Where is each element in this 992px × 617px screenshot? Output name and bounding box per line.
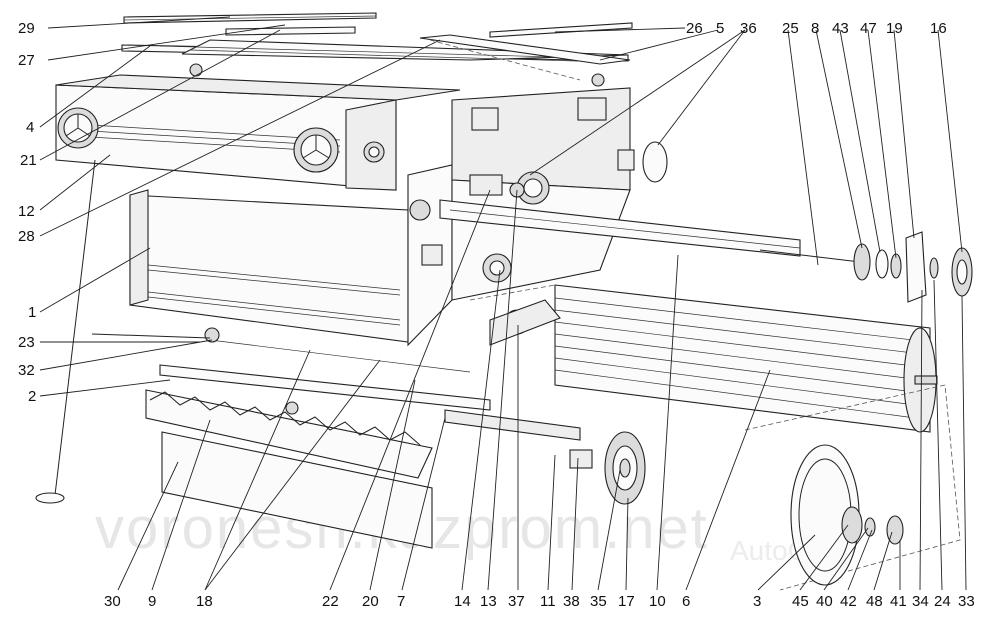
callout-20: 20	[362, 593, 379, 610]
callout-6: 6	[682, 593, 690, 610]
callout-23: 23	[18, 334, 35, 351]
callout-29: 29	[18, 20, 35, 37]
leader-lines	[39, 16, 967, 591]
callout-42: 42	[840, 593, 857, 610]
upper-frame	[121, 22, 633, 65]
small-bolt	[591, 73, 605, 87]
callout-25: 25	[782, 20, 799, 37]
callout-10: 10	[649, 593, 666, 610]
callout-47: 47	[860, 20, 877, 37]
callout-labels: 29 27 4 21 12 28 1 23 32 2 26 5 36 25 8 …	[18, 20, 975, 610]
callout-48: 48	[866, 593, 883, 610]
pin-rod	[91, 333, 211, 339]
callout-9: 9	[148, 593, 156, 610]
callout-18: 18	[196, 593, 213, 610]
end-disk	[790, 444, 904, 586]
callout-37: 37	[508, 593, 525, 610]
callout-40: 40	[816, 593, 833, 610]
callout-24: 24	[934, 593, 951, 610]
callout-4: 4	[26, 119, 34, 136]
callout-11: 11	[540, 593, 556, 610]
callout-16: 16	[930, 20, 947, 37]
rod-foot	[35, 492, 65, 504]
callout-38: 38	[563, 593, 580, 610]
callout-43: 43	[832, 20, 849, 37]
callout-17: 17	[618, 593, 635, 610]
callout-26: 26	[686, 20, 703, 37]
reel-drum	[554, 284, 938, 433]
callout-32: 32	[18, 362, 35, 379]
callout-41: 41	[890, 593, 907, 610]
callout-1: 1	[28, 304, 36, 321]
callout-2: 2	[28, 388, 36, 405]
callout-27: 27	[18, 52, 35, 69]
callout-28: 28	[18, 228, 35, 245]
callout-21: 21	[20, 152, 37, 169]
shaft-rail	[439, 199, 861, 263]
callout-12: 12	[18, 203, 35, 220]
top-rail-29	[123, 12, 377, 24]
auger-trough	[145, 299, 581, 549]
callout-33: 33	[958, 593, 975, 610]
main-housing	[129, 87, 635, 347]
callout-30: 30	[104, 593, 121, 610]
callout-22: 22	[322, 593, 339, 610]
callout-14: 14	[454, 593, 471, 610]
callout-13: 13	[480, 593, 497, 610]
small-bolt	[189, 63, 203, 77]
callout-8: 8	[811, 20, 819, 37]
callout-36: 36	[740, 20, 757, 37]
callout-34: 34	[912, 593, 929, 610]
callout-45: 45	[792, 593, 809, 610]
callout-3: 3	[753, 593, 761, 610]
support-rod	[54, 159, 96, 496]
fan-header	[55, 74, 461, 191]
callout-5: 5	[716, 20, 724, 37]
cover-disk	[642, 141, 668, 183]
callout-35: 35	[590, 593, 607, 610]
callout-19: 19	[886, 20, 903, 37]
callout-7: 7	[397, 593, 405, 610]
end-hub-parts	[853, 231, 973, 303]
drive-pulley	[569, 431, 646, 505]
